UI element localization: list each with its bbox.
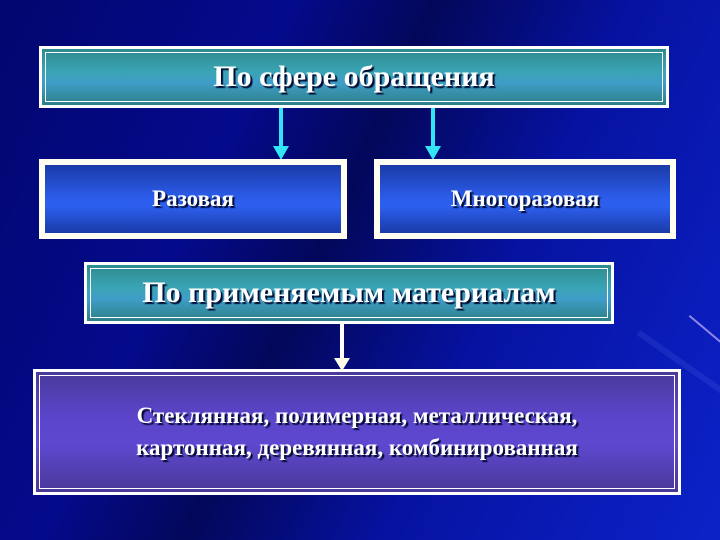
arrow-down-icon <box>272 108 290 160</box>
materials-category-label: По применяемым материалам <box>142 276 556 309</box>
materials-list-line-2: картонная, деревянная, комбинированная <box>136 435 578 460</box>
reusable-label: Многоразовая <box>450 186 600 211</box>
top-category-box: По сфере обращения <box>39 46 669 108</box>
materials-category-box: По применяемым материалам <box>84 262 614 324</box>
single-use-box: Разовая <box>39 159 347 239</box>
top-category-label: По сфере обращения <box>213 60 495 93</box>
arrow-down-icon <box>424 108 442 160</box>
arrow-down-icon <box>333 324 351 372</box>
materials-list-box: Стеклянная, полимерная, металлическая, к… <box>33 369 681 495</box>
single-use-label: Разовая <box>152 186 234 211</box>
materials-list-line-1: Стеклянная, полимерная, металлическая, <box>136 403 578 428</box>
background-streak <box>688 315 720 356</box>
reusable-box: Многоразовая <box>374 159 676 239</box>
